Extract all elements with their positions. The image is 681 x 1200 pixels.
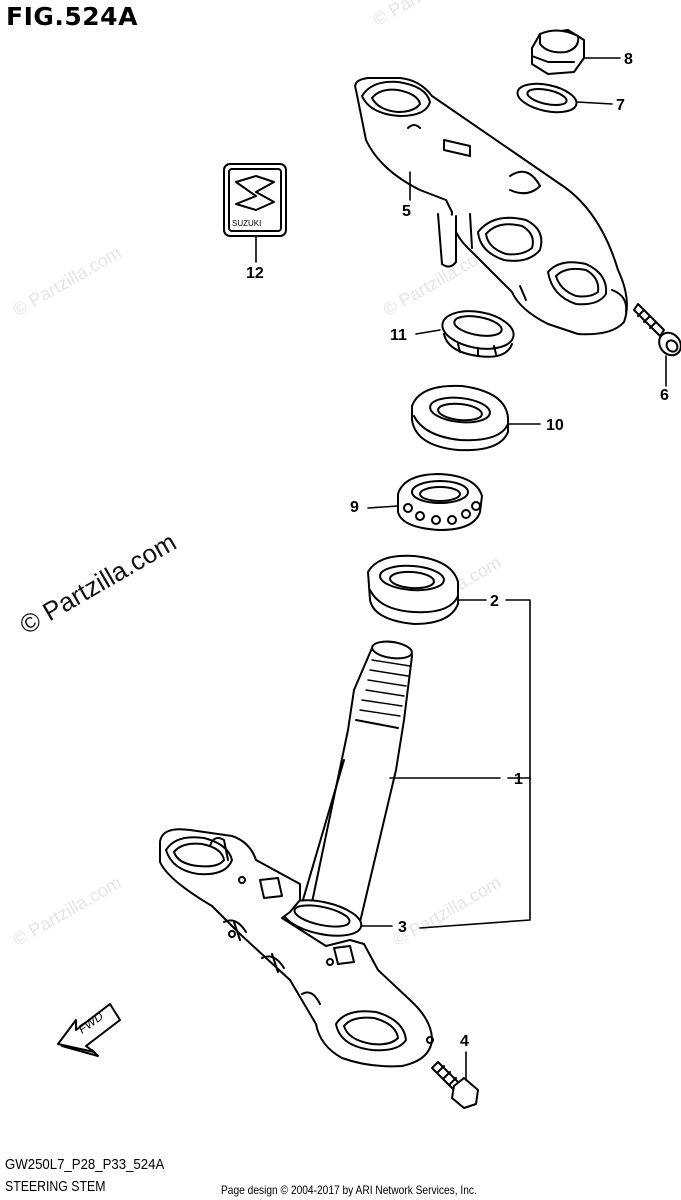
part-9-bearing[interactable] [397, 473, 483, 531]
part-5-upper-bracket[interactable] [354, 77, 628, 336]
leader-lines [255, 57, 667, 1081]
callout-3: 3 [398, 919, 407, 936]
lower-bracket [159, 828, 434, 1068]
callout-7: 7 [616, 97, 625, 114]
part-11-lock-nut[interactable] [439, 306, 516, 358]
fwd-arrow-icon [57, 1003, 121, 1057]
emblem-text: SUZUKI [232, 219, 261, 228]
callout-6: 6 [660, 387, 669, 404]
part-8-cap-nut[interactable] [531, 29, 585, 75]
figure-title: FIG.524A [6, 2, 138, 31]
callout-2: 2 [490, 593, 499, 610]
figure-name: STEERING STEM [5, 1178, 106, 1195]
callout-10: 10 [546, 417, 564, 434]
callout-5: 5 [402, 203, 411, 220]
figure-code: GW250L7_P28_P33_524A [5, 1156, 165, 1173]
callout-9: 9 [350, 499, 359, 516]
callout-11: 11 [390, 327, 407, 344]
callout-8: 8 [624, 51, 633, 68]
part-7-washer[interactable] [515, 79, 579, 117]
part-1-steering-stem[interactable] [299, 639, 413, 923]
callout-1: 1 [514, 771, 523, 788]
page-credit: Page design © 2004-2017 by ARI Network S… [221, 1183, 477, 1197]
callout-12: 12 [246, 265, 264, 282]
callout-4: 4 [460, 1033, 469, 1050]
part-12-emblem[interactable] [223, 163, 287, 237]
part-4-lower-bolt[interactable] [431, 1061, 479, 1109]
part-6-bolt[interactable] [633, 303, 681, 360]
part-2-outer-race[interactable] [367, 554, 459, 625]
part-10-dust-seal[interactable] [411, 384, 509, 452]
